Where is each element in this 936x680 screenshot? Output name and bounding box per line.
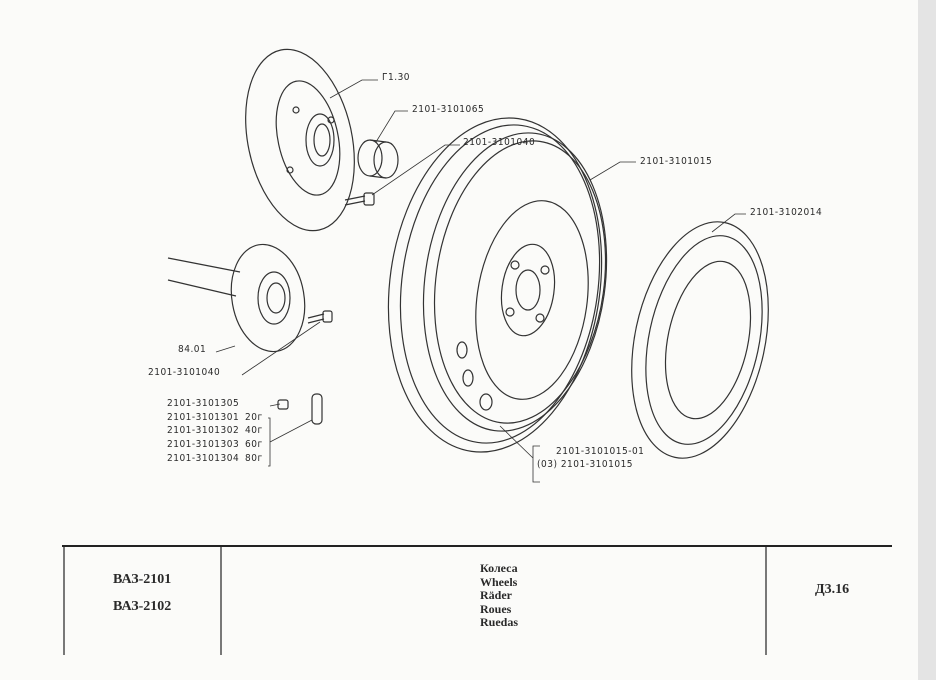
hubcap [631, 221, 769, 459]
callout-3102014: 2101-3102014 [750, 207, 823, 218]
callout-3101015-03: (03) 2101-3101015 [537, 459, 634, 470]
callout-3101015: 2101-3101015 [640, 156, 713, 167]
callout-g130: Г1.30 [382, 72, 411, 83]
callout-3101040-left: 2101-3101040 [148, 367, 221, 378]
wheel-bolt-left [307, 310, 333, 324]
weight-part: 2101-3101304 [167, 453, 240, 464]
section-titles: Колеса Wheels Räder Roues Ruedas [480, 561, 519, 630]
callout-8401: 84.01 [178, 344, 207, 355]
hub-cap-nut [357, 139, 399, 179]
model-2102: ВАЗ-2102 [113, 599, 172, 614]
weight-value: 80г [245, 453, 263, 464]
weight-value: 40г [245, 425, 263, 436]
callout-3101065: 2101-3101065 [412, 104, 485, 115]
weight-part: 2101-3101301 [167, 412, 240, 423]
callout-3101015-01: 2101-3101015-01 [556, 446, 645, 457]
callout-3101040-top: 2101-3101040 [463, 137, 536, 148]
brake-disc-hub [245, 48, 355, 232]
wheel-rim [387, 117, 608, 453]
weight-part: 2101-3101303 [167, 439, 240, 450]
callout-3101305: 2101-3101305 [167, 398, 240, 409]
balance-weight [277, 393, 323, 425]
title-fr: Roues [480, 601, 512, 616]
title-block-frame [62, 545, 892, 655]
title-de: Räder [480, 588, 512, 602]
wheel-bolt-top [344, 192, 375, 206]
title-ru: Колеса [480, 561, 518, 575]
model-2101: ВАЗ-2101 [113, 572, 172, 587]
weight-value: 60г [245, 439, 263, 450]
axle-flange [167, 243, 306, 353]
weight-value: 20г [245, 412, 263, 423]
weight-part: 2101-3101302 [167, 425, 240, 436]
leader-lines [215, 79, 746, 483]
page-code: Д3.16 [815, 582, 850, 597]
scan-edge [918, 0, 936, 680]
title-en: Wheels [480, 574, 518, 589]
title-es: Ruedas [480, 615, 519, 629]
